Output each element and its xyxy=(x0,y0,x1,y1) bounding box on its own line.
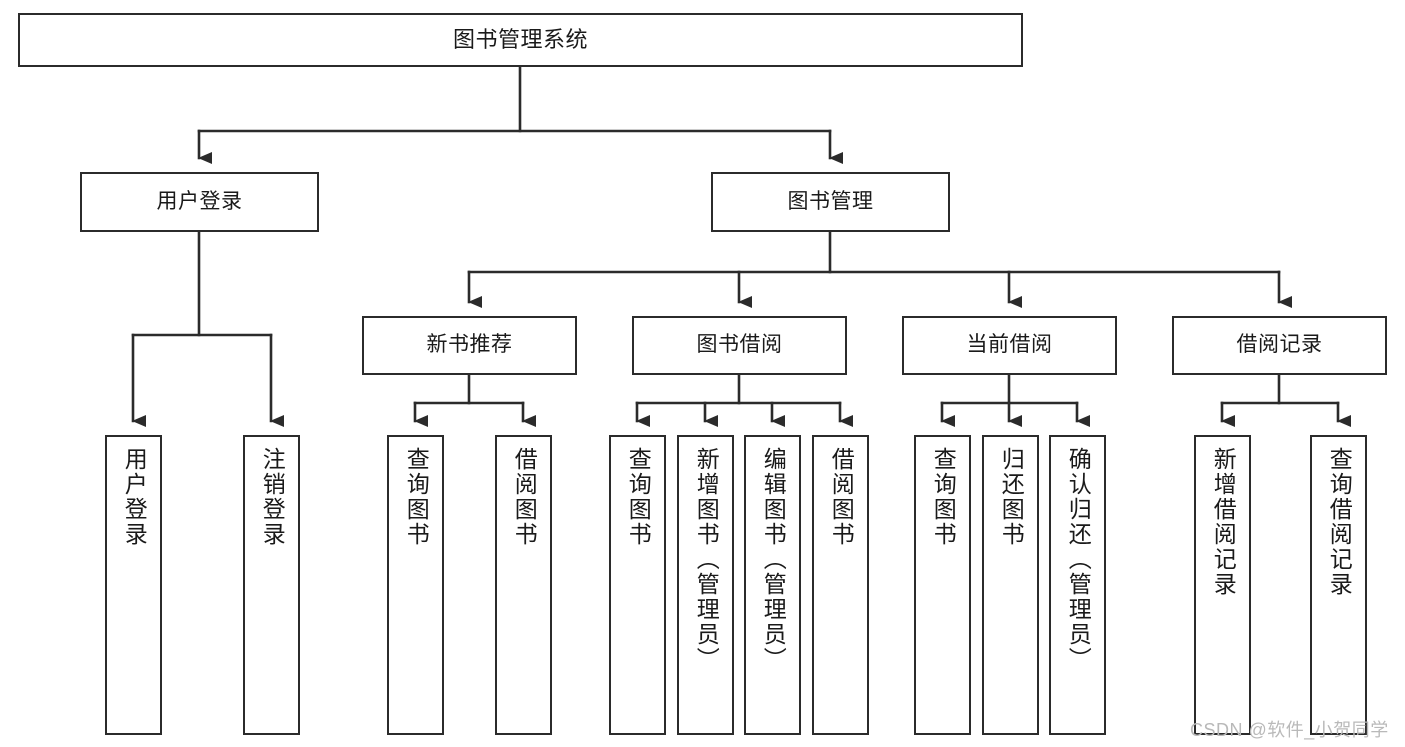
leaf-borrow-record-add-record[interactable]: 新增借阅记录 xyxy=(1194,435,1251,735)
node-label: 当前借阅 xyxy=(966,333,1053,357)
leaf-new-book-query-book[interactable]: 查询图书 xyxy=(387,435,444,735)
leaf-current-borrow-confirm-return-admin[interactable]: 确认归还（管理员） xyxy=(1049,435,1106,735)
node-label: 用户登录 xyxy=(156,189,243,213)
node-label: 新增借阅记录 xyxy=(1210,447,1237,597)
node-label: 查询图书 xyxy=(403,447,430,547)
leaf-borrow-record-query-record[interactable]: 查询借阅记录 xyxy=(1310,435,1367,735)
node-label: 查询图书 xyxy=(625,447,652,547)
node-label: 确认归还（管理员） xyxy=(1065,447,1092,672)
node-book-management[interactable]: 图书管理 xyxy=(711,172,950,232)
node-label: 借阅记录 xyxy=(1236,333,1323,357)
node-root-book-management-system[interactable]: 图书管理系统 xyxy=(18,13,1023,67)
node-label: 借阅图书 xyxy=(511,447,538,547)
node-label: 注销登录 xyxy=(259,447,286,547)
node-user-login[interactable]: 用户登录 xyxy=(80,172,319,232)
leaf-book-borrow-edit-book-admin[interactable]: 编辑图书（管理员） xyxy=(744,435,801,735)
node-new-book-recommend[interactable]: 新书推荐 xyxy=(362,316,577,375)
node-book-borrow[interactable]: 图书借阅 xyxy=(632,316,847,375)
node-borrow-record[interactable]: 借阅记录 xyxy=(1172,316,1387,375)
node-label: 归还图书 xyxy=(998,447,1025,547)
node-label: 图书借阅 xyxy=(696,333,783,357)
node-label: 新书推荐 xyxy=(426,333,513,357)
node-label: 图书管理系统 xyxy=(452,27,588,53)
node-label: 借阅图书 xyxy=(828,447,855,547)
leaf-user-login-logout[interactable]: 注销登录 xyxy=(243,435,300,735)
leaf-new-book-borrow-book[interactable]: 借阅图书 xyxy=(495,435,552,735)
csdn-watermark: CSDN @软件_小贺同学 xyxy=(1190,720,1389,740)
node-label: 查询图书 xyxy=(930,447,957,547)
node-label: 图书管理 xyxy=(787,189,874,213)
leaf-current-borrow-query-book[interactable]: 查询图书 xyxy=(914,435,971,735)
node-label: 编辑图书（管理员） xyxy=(760,447,787,672)
leaf-book-borrow-borrow-book[interactable]: 借阅图书 xyxy=(812,435,869,735)
node-label: 用户登录 xyxy=(121,447,148,547)
leaf-book-borrow-add-book-admin[interactable]: 新增图书（管理员） xyxy=(677,435,734,735)
leaf-user-login-login[interactable]: 用户登录 xyxy=(105,435,162,735)
node-current-borrow[interactable]: 当前借阅 xyxy=(902,316,1117,375)
leaf-book-borrow-query-book[interactable]: 查询图书 xyxy=(609,435,666,735)
node-label: 新增图书（管理员） xyxy=(693,447,720,672)
leaf-current-borrow-return-book[interactable]: 归还图书 xyxy=(982,435,1039,735)
node-label: 查询借阅记录 xyxy=(1326,447,1353,597)
